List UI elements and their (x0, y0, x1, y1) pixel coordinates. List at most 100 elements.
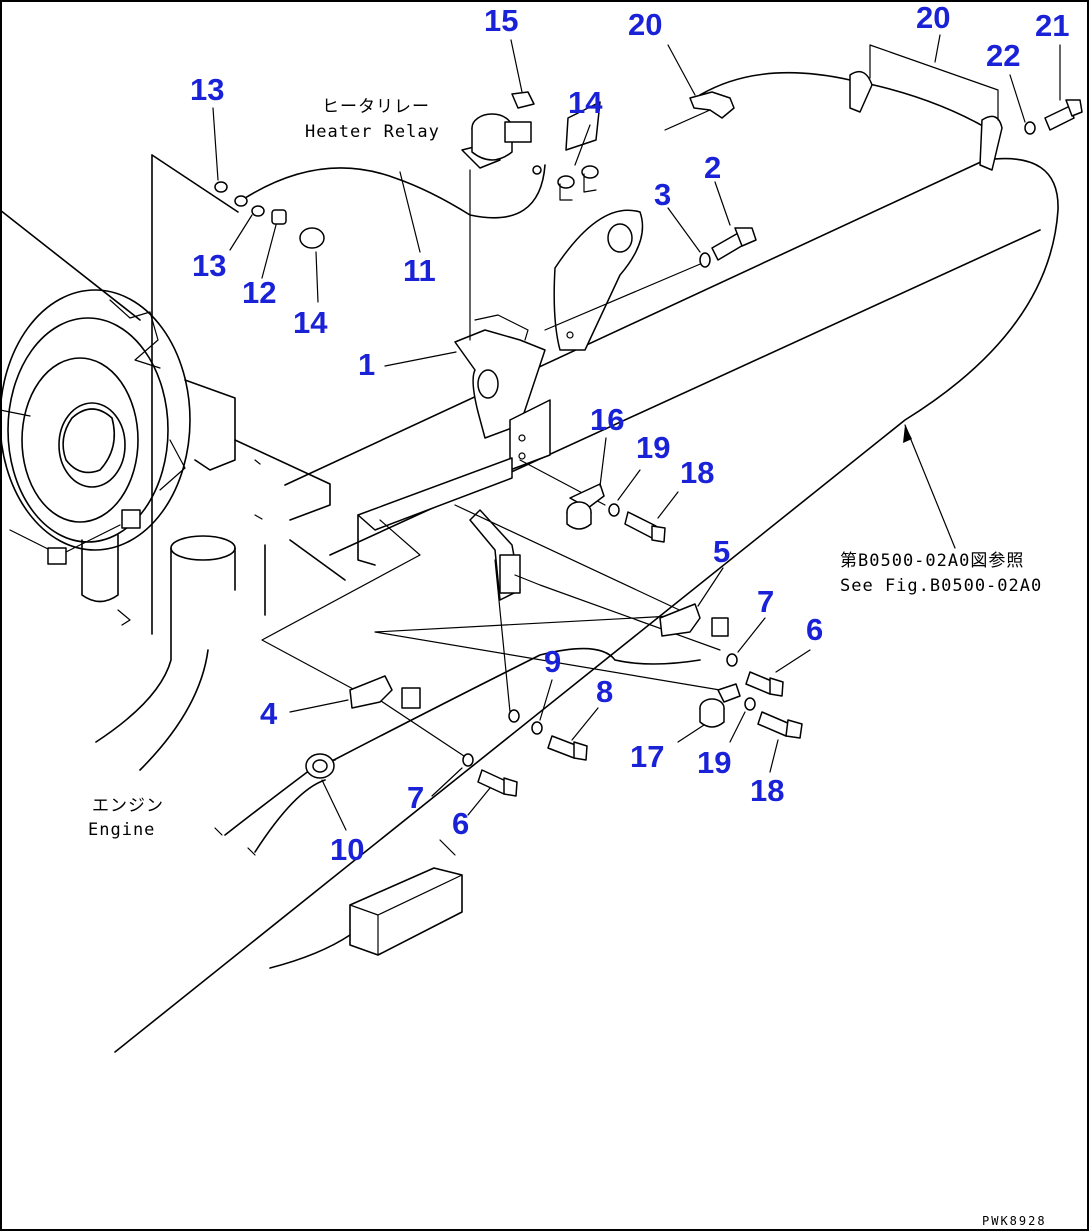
leader-6b (467, 787, 491, 816)
intake-pipe-top (170, 535, 236, 561)
callout-10: 10 (330, 832, 364, 867)
leader-19a (617, 469, 641, 501)
bolt-18b-shank (757, 711, 791, 737)
leader-7b (431, 767, 463, 797)
air-cleaner-latch (159, 439, 186, 491)
tailpipe-leader (439, 839, 456, 856)
leader-16 (599, 437, 607, 487)
link-plate-hole-2 (566, 331, 574, 339)
bracket-flat-bar (357, 457, 513, 531)
clamp-4-cushion (401, 687, 421, 709)
washer-7a (726, 653, 738, 667)
leader-15 (510, 39, 523, 93)
engine-assembly (0, 154, 346, 771)
air-cleaner-housing (0, 289, 191, 551)
see-fig-arrowhead (903, 425, 912, 443)
exhaust-muffler (114, 157, 1059, 1053)
annotations: ヒータリレー Heater Relay エンジン Engine 第B0500-0… (88, 97, 1045, 1228)
washer-3-line (544, 261, 706, 331)
clamp-5-cushion (711, 617, 729, 637)
clamp-17-line (514, 574, 721, 651)
leader-13b (229, 214, 253, 251)
bracket-hole (477, 369, 499, 399)
cleaner-fastener (117, 609, 131, 626)
leader-17 (677, 724, 705, 743)
clamp-9-hole (508, 709, 520, 723)
washer-13-lower (251, 205, 265, 217)
leader-10 (321, 779, 347, 831)
callout-18a: 18 (680, 455, 714, 490)
washer-3 (699, 252, 711, 268)
callout-4: 4 (260, 696, 278, 731)
cleaner-outlet-pipe (81, 534, 119, 603)
clamp-20-right (979, 115, 1003, 171)
engine-cable-left-2 (254, 779, 326, 853)
air-cleaner-clamp (109, 299, 161, 369)
clamp-5 (659, 603, 701, 637)
leader-12 (261, 224, 277, 279)
leader-1 (384, 351, 457, 367)
air-cleaner-inner (62, 408, 116, 474)
fasteners (214, 44, 1083, 797)
bolt-18a-head (651, 525, 666, 543)
clamp-17-body (699, 708, 725, 728)
callout-6b: 6 (452, 806, 469, 841)
callout-21: 21 (1035, 8, 1069, 43)
engine-link (289, 539, 346, 581)
tailpipe-curve (269, 934, 351, 969)
leader-14b (315, 251, 319, 303)
leader-2 (714, 181, 731, 226)
heater-relay-label-en: Heater Relay (305, 122, 440, 142)
leader-14a (574, 124, 591, 166)
see-fig-leader (904, 424, 956, 549)
callout-19b: 19 (697, 745, 731, 780)
leader-5 (697, 567, 724, 607)
air-cleaner-rim (7, 317, 169, 543)
callout-8: 8 (596, 674, 613, 709)
washer-22 (1024, 121, 1036, 135)
terminal-boot-14-lower (299, 227, 325, 249)
leader-11 (399, 171, 421, 253)
muffler-top-edge (284, 159, 986, 486)
callout-18b: 18 (750, 773, 784, 808)
bracket-upper-plate (454, 329, 546, 439)
callout-13b: 13 (192, 248, 226, 283)
intake-pipe-inner (139, 649, 209, 771)
callout-leaders (212, 34, 1061, 831)
terminal-boot-14b (581, 165, 599, 179)
clamp-20-mid (849, 70, 873, 113)
callout-17: 17 (630, 739, 664, 774)
clamp-20-lead (664, 109, 711, 131)
washer-13-top (214, 181, 228, 193)
bolt-6b-head (503, 777, 518, 797)
callout-22: 22 (986, 38, 1020, 73)
callout-14b: 14 (293, 305, 328, 340)
leader-13a (212, 107, 219, 181)
callout-7b: 7 (407, 780, 424, 815)
engine-cable-ends (214, 827, 256, 856)
see-fig-label-en: See Fig.B0500-02A0 (840, 576, 1042, 596)
washer-13-cable (234, 195, 248, 207)
washer-9 (531, 721, 543, 735)
callout-7a: 7 (757, 584, 774, 619)
clamp-20-bracket-line (869, 44, 999, 121)
bracket-bar-end (357, 514, 376, 566)
clamp-17-tab (717, 683, 741, 703)
callout-15: 15 (484, 3, 518, 38)
heater-cable-11 (241, 164, 546, 219)
main-bracket (357, 209, 644, 601)
clamp-4-wire (261, 519, 421, 691)
callout-2: 2 (704, 150, 721, 185)
callout-9: 9 (544, 644, 561, 679)
bracket-vertical-plate (509, 399, 551, 471)
bolt-2-head (734, 227, 757, 247)
air-cleaner-cover (21, 357, 139, 523)
leader-18b (769, 739, 779, 773)
callout-labels: 15 20 20 21 22 13 14 2 3 13 12 11 14 1 1… (190, 0, 1069, 867)
callout-13a: 13 (190, 72, 224, 107)
leader-9 (539, 679, 553, 721)
engine-cable-upper (329, 647, 701, 763)
bracket-hole-2 (518, 434, 526, 442)
